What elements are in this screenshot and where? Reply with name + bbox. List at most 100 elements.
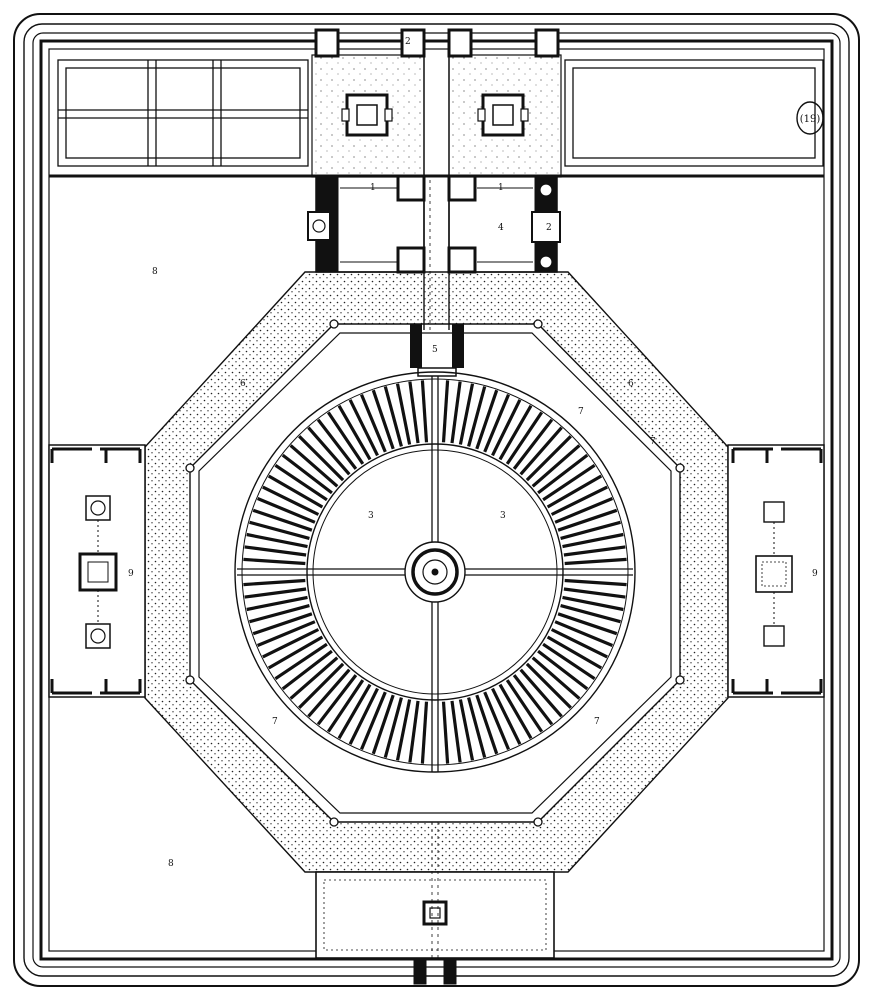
colonnade-spoke [298,435,345,482]
label-1-ne: 1 [498,183,504,193]
label-3-left: 3 [368,511,374,521]
octagon-corner-piers [185,319,685,827]
label-5: 5 [432,345,438,355]
label-7-lower-left: 7 [272,717,278,727]
label-9-west: 9 [128,569,134,579]
colonnade-spoke [246,532,308,549]
garden-band [49,59,824,178]
colonnade-spoke [505,411,544,465]
colonnade-spoke [560,604,621,624]
colonnade-spoke [554,620,614,647]
colonnade-spoke [408,381,420,444]
entrance-building-east [447,174,561,274]
colonnade-spoke [243,557,306,566]
plan-labels: 1 1 2 2 3 3 4 5 6 6 7 7 7 7 8 8 9 9 [128,37,818,869]
colonnade-spoke [281,649,333,691]
colonnade-spoke [307,668,351,718]
colonnade-spoke [531,656,581,700]
colonnade-spoke [564,578,627,587]
colonnade-spoke [512,674,554,726]
colonnade-spoke [252,508,313,532]
colonnade-spoke [307,426,351,476]
colonnade-spoke [542,463,596,502]
colonnade-spoke [360,393,387,453]
colonnade-spoke [483,393,510,453]
colonnade-spoke [560,520,621,540]
colonnade-spoke [531,444,581,488]
colonnade-spoke [525,662,572,709]
colonnade-spoke [557,612,618,636]
label-7-right: 7 [650,437,656,447]
label-6-right: 6 [628,379,634,389]
colonnade-spoke [337,683,372,740]
colonnade-spoke [371,389,395,450]
colonnade-spoke [395,383,412,445]
colonnade-spoke [563,545,626,557]
colonnade-spoke [550,628,608,659]
colonnade-spoke [420,701,429,764]
colonnade-spoke [467,697,487,758]
colonnade-spoke [450,700,462,763]
colonnade-spoke [491,399,522,457]
colonnade-spoke [249,520,310,540]
colonnade-spoke [475,694,499,755]
colonnade-spoke [371,694,395,755]
colonnade-spoke [267,474,324,509]
south-forecourt [315,822,555,985]
colonnade-spoke [475,389,499,450]
colonnade-spoke [550,485,608,516]
colonnade-spoke [326,411,365,465]
label-8-nw: 8 [152,267,158,277]
colonnade-spoke [512,418,554,470]
colonnade-spoke [562,595,624,612]
colonnade-spoke [554,497,614,524]
sheet-number: (19) [796,101,824,135]
colonnade-spoke [326,679,365,733]
colonnade-spoke [467,386,487,447]
colonnade-spoke [274,642,328,681]
colonnade-spoke [562,532,624,549]
circular-colonnade [234,371,636,773]
colonnade-spoke [458,383,475,445]
pavilion-east [477,93,529,137]
colonnade-spoke [498,404,533,461]
colonnade-spoke [256,497,316,524]
label-7-upper: 7 [578,407,584,417]
colonnade-spoke [249,604,310,624]
colonnade-spoke [546,635,603,670]
colonnade-spoke [491,687,522,745]
west-wing [48,444,146,698]
colonnade-spoke [441,701,450,764]
label-6-left: 6 [240,379,246,389]
label-1-nw: 1 [370,183,376,193]
colonnade-spoke [383,386,403,447]
colonnade-spoke [267,635,324,670]
colonnade-spoke [563,587,626,599]
label-2-right: 2 [546,223,552,233]
colonnade-spoke [498,683,533,740]
colonnade-spoke [256,620,316,647]
svg-text:(19): (19) [800,114,821,125]
colonnade-spoke [395,699,412,761]
colonnade-spoke [243,578,306,587]
colonnade-spoke [546,474,603,509]
colonnade-spoke [383,697,403,758]
colonnade-spoke [408,700,420,763]
colonnade-spoke [289,444,339,488]
colonnade-spoke [298,662,345,709]
colonnade-spoke [557,508,618,532]
colonnade-spoke [262,628,320,659]
colonnade-spoke [281,453,333,495]
entrance-building-west [307,174,426,274]
label-4: 4 [498,223,504,233]
label-3-right: 3 [500,511,506,521]
colonnade-spoke [483,691,510,751]
colonnade-spoke [252,612,313,636]
colonnade-spoke [537,453,589,495]
colonnade-spoke [244,545,307,557]
colonnade-spokes [243,380,627,764]
label-2-left: 2 [405,37,411,47]
colonnade-spoke [519,426,563,476]
colonnade-spoke [337,404,372,461]
